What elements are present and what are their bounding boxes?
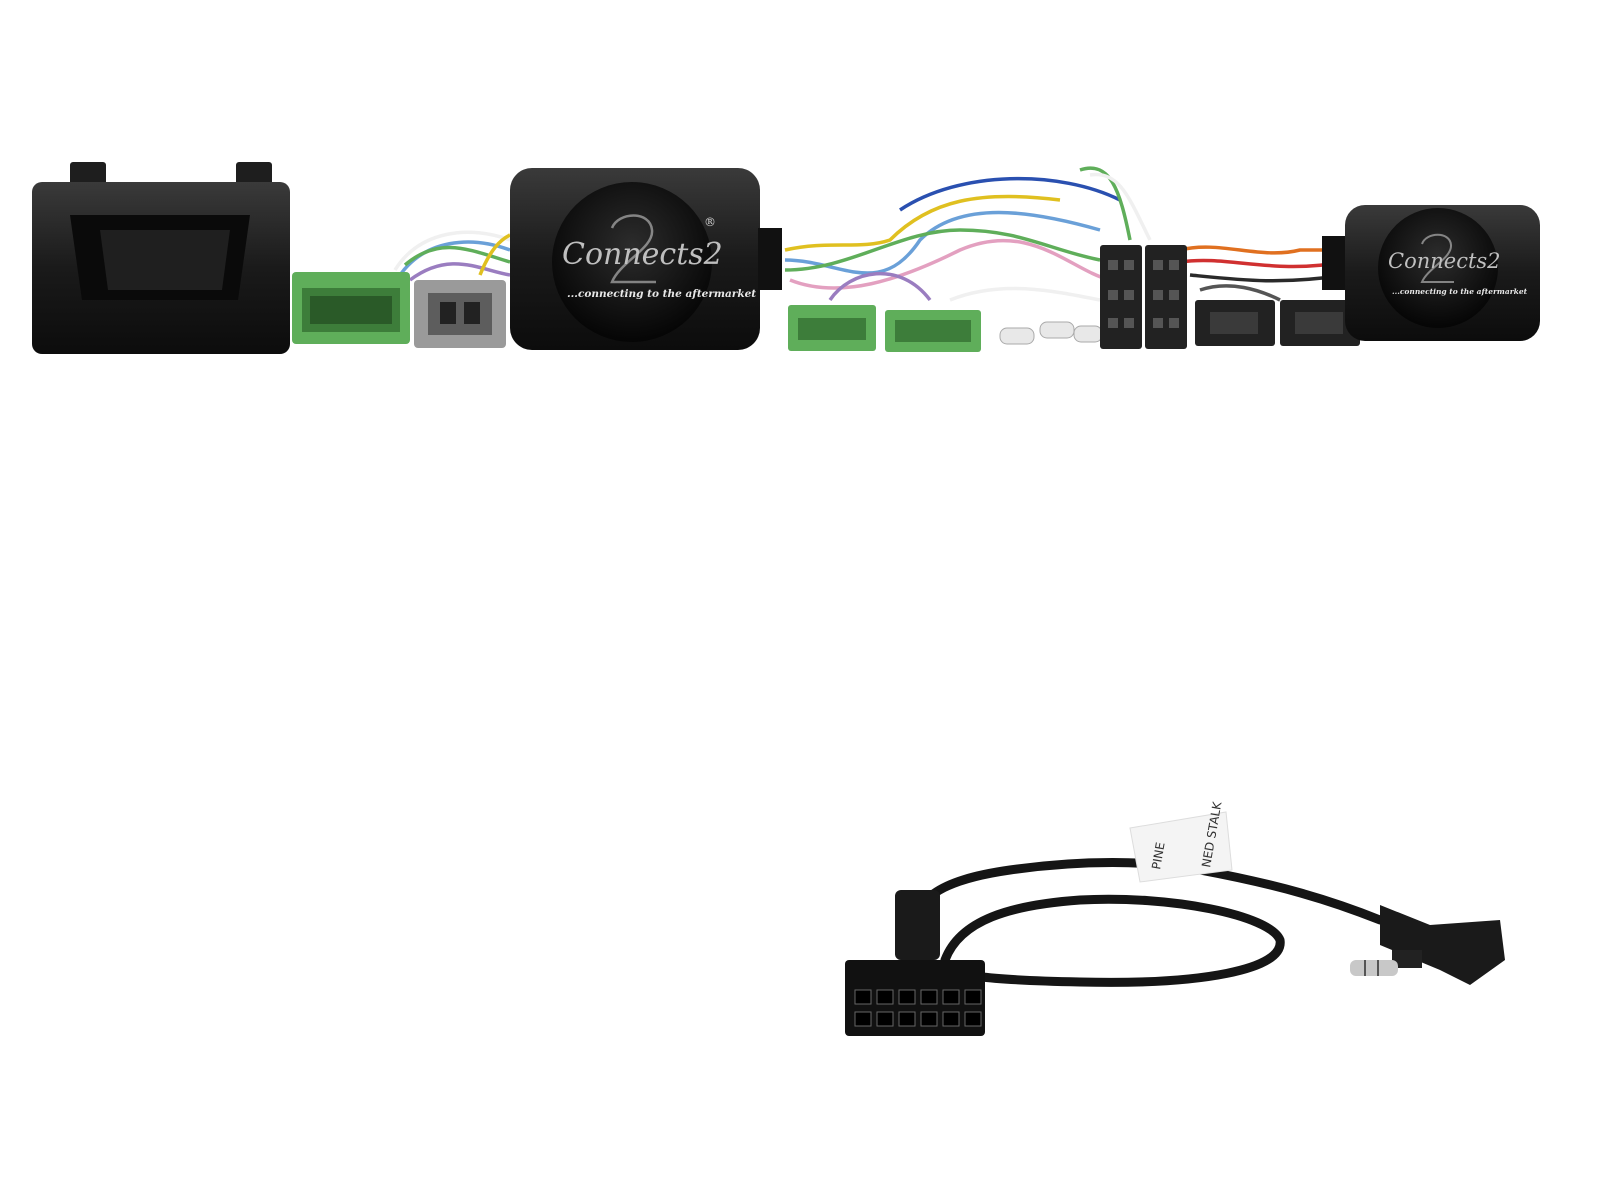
green-connector-small: [788, 305, 876, 351]
spade-terminals: [999, 321, 1103, 345]
interface-box: [32, 162, 290, 354]
twelve-pin-connector: [845, 890, 985, 1036]
logo-two-glyph-small: [1420, 233, 1454, 283]
tagline: ...connecting to the aftermarket: [567, 288, 756, 300]
black-connectors: [1195, 300, 1360, 346]
cable-label-line1: PINE: [1149, 841, 1168, 870]
logo-two-glyph: [610, 214, 656, 284]
wire-bundle: [393, 166, 1346, 302]
tagline-small: ...connecting to the aftermarket: [1392, 287, 1528, 296]
brand-logo: Connects2: [562, 237, 723, 272]
audio-jack-plug: [1350, 905, 1505, 985]
green-connector: [292, 272, 410, 344]
grey-connector: [414, 280, 506, 348]
cable-label: PINE NED STALK: [1129, 800, 1233, 883]
brand-logo-small: Connects2: [1388, 249, 1501, 273]
iso-connectors: [1100, 245, 1187, 349]
interface-module: Connects2 ® ...connecting to the afterma…: [510, 168, 782, 350]
interface-module-small: Connects2 ...connecting to the aftermark…: [1322, 205, 1540, 341]
green-connector-wide: [885, 310, 981, 352]
registered-mark: ®: [704, 215, 716, 229]
